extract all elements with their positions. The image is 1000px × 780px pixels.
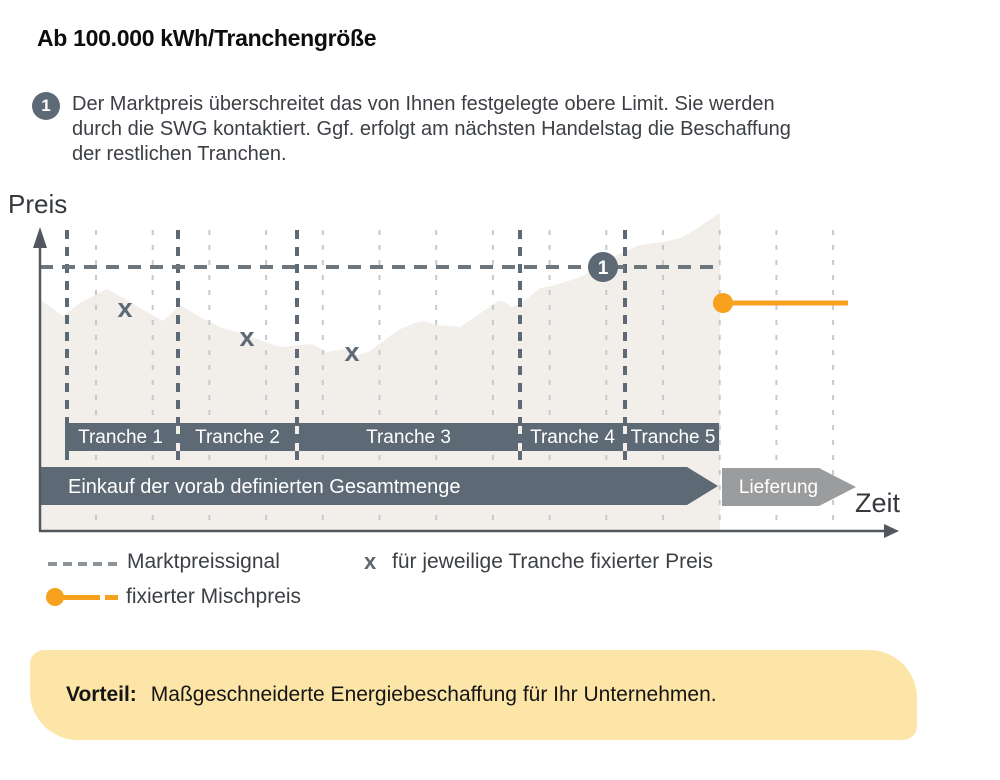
- tranche-bar: [65, 423, 176, 451]
- tranche-bar: [180, 423, 295, 451]
- legend-mixed-price-label: fixierter Mischpreis: [126, 585, 302, 608]
- fixed-price-mark: x: [239, 322, 254, 352]
- legend-market-signal-label: Marktpreissignal: [127, 550, 280, 573]
- fixed-price-mark: x: [117, 293, 132, 323]
- note-line-2: durch die SWG kontaktiert. Ggf. erfolgt …: [72, 118, 791, 140]
- note-line-1: Der Marktpreis überschreitet das von Ihn…: [72, 93, 775, 115]
- fixed-price-mark: x: [344, 337, 359, 367]
- tranche-bar: [299, 423, 518, 451]
- mixed-price-dot: [713, 293, 733, 313]
- tranche-bar-label: Tranche 1: [78, 427, 163, 448]
- einkauf-arrow-label: Einkauf der vorab definierten Gesamtmeng…: [68, 476, 460, 498]
- orange-dot-icon: [46, 588, 64, 606]
- tranche-bar-label: Tranche 5: [631, 427, 716, 448]
- fixed-price-x-icon: x: [364, 549, 377, 574]
- vorteil-label: Vorteil:: [66, 683, 137, 706]
- tranche-bar-label: Tranche 3: [366, 427, 451, 448]
- event-marker-label: 1: [598, 258, 609, 279]
- market-signal-dash-swatch: [48, 562, 118, 566]
- event-marker-badge: [588, 252, 618, 282]
- tranche-bar-label: Tranche 4: [530, 427, 615, 448]
- note-line-3: der restlichen Tranchen.: [72, 143, 287, 165]
- lieferung-arrow: [722, 468, 856, 506]
- note-number-badge: 1: [32, 92, 60, 120]
- vorteil-callout: Vorteil: Maßgeschneiderte Energiebeschaff…: [30, 650, 917, 740]
- vorteil-text: Vorteil: Maßgeschneiderte Energiebeschaff…: [66, 683, 717, 707]
- tranche-bar-label: Tranche 2: [195, 427, 280, 448]
- page-title: Ab 100.000 kWh/Tranchengröße: [37, 25, 377, 51]
- einkauf-arrow: [40, 467, 718, 505]
- y-axis-arrow-icon: [33, 227, 47, 248]
- note-text: Der Marktpreis überschreitet das von Ihn…: [72, 92, 791, 167]
- y-axis-label: Preis: [8, 189, 68, 219]
- tranche-bar: [627, 423, 719, 451]
- vorteil-message: Maßgeschneiderte Energiebeschaffung für …: [150, 683, 717, 706]
- mixed-price-line-swatch: [46, 588, 120, 606]
- tranche-bar: [522, 423, 623, 451]
- x-axis-label: Zeit: [855, 488, 901, 518]
- lieferung-arrow-label: Lieferung: [739, 477, 818, 498]
- legend-tranche-fixed-label: für jeweilige Tranche fixierter Preis: [392, 550, 713, 573]
- x-axis-arrow-icon: [884, 524, 899, 538]
